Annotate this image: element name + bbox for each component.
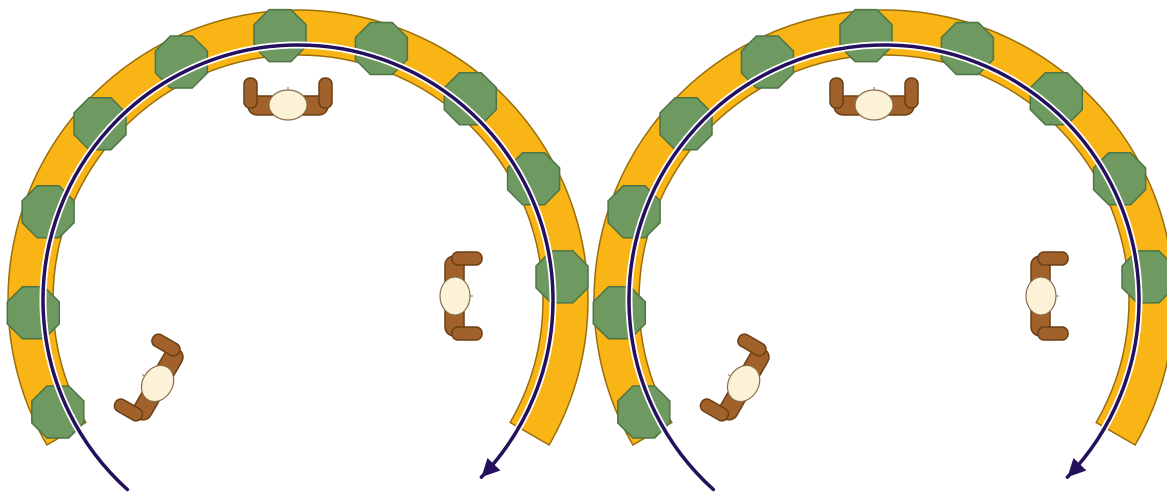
track-left <box>7 10 588 490</box>
station-octagon-icon <box>593 287 645 339</box>
track-band <box>8 10 588 445</box>
operator-icon <box>112 332 192 429</box>
station-octagon-icon <box>7 287 59 339</box>
operator-icon <box>1026 252 1068 340</box>
station-octagon-icon <box>254 10 306 62</box>
operator-icon <box>698 332 778 429</box>
station-octagon-icon <box>1122 251 1167 303</box>
track-band <box>594 10 1167 445</box>
station-octagon-icon <box>536 251 588 303</box>
operator-icon <box>244 78 332 120</box>
station-octagon-icon <box>840 10 892 62</box>
operator-icon <box>830 78 918 120</box>
track-right <box>593 10 1167 490</box>
operator-icon <box>440 252 482 340</box>
